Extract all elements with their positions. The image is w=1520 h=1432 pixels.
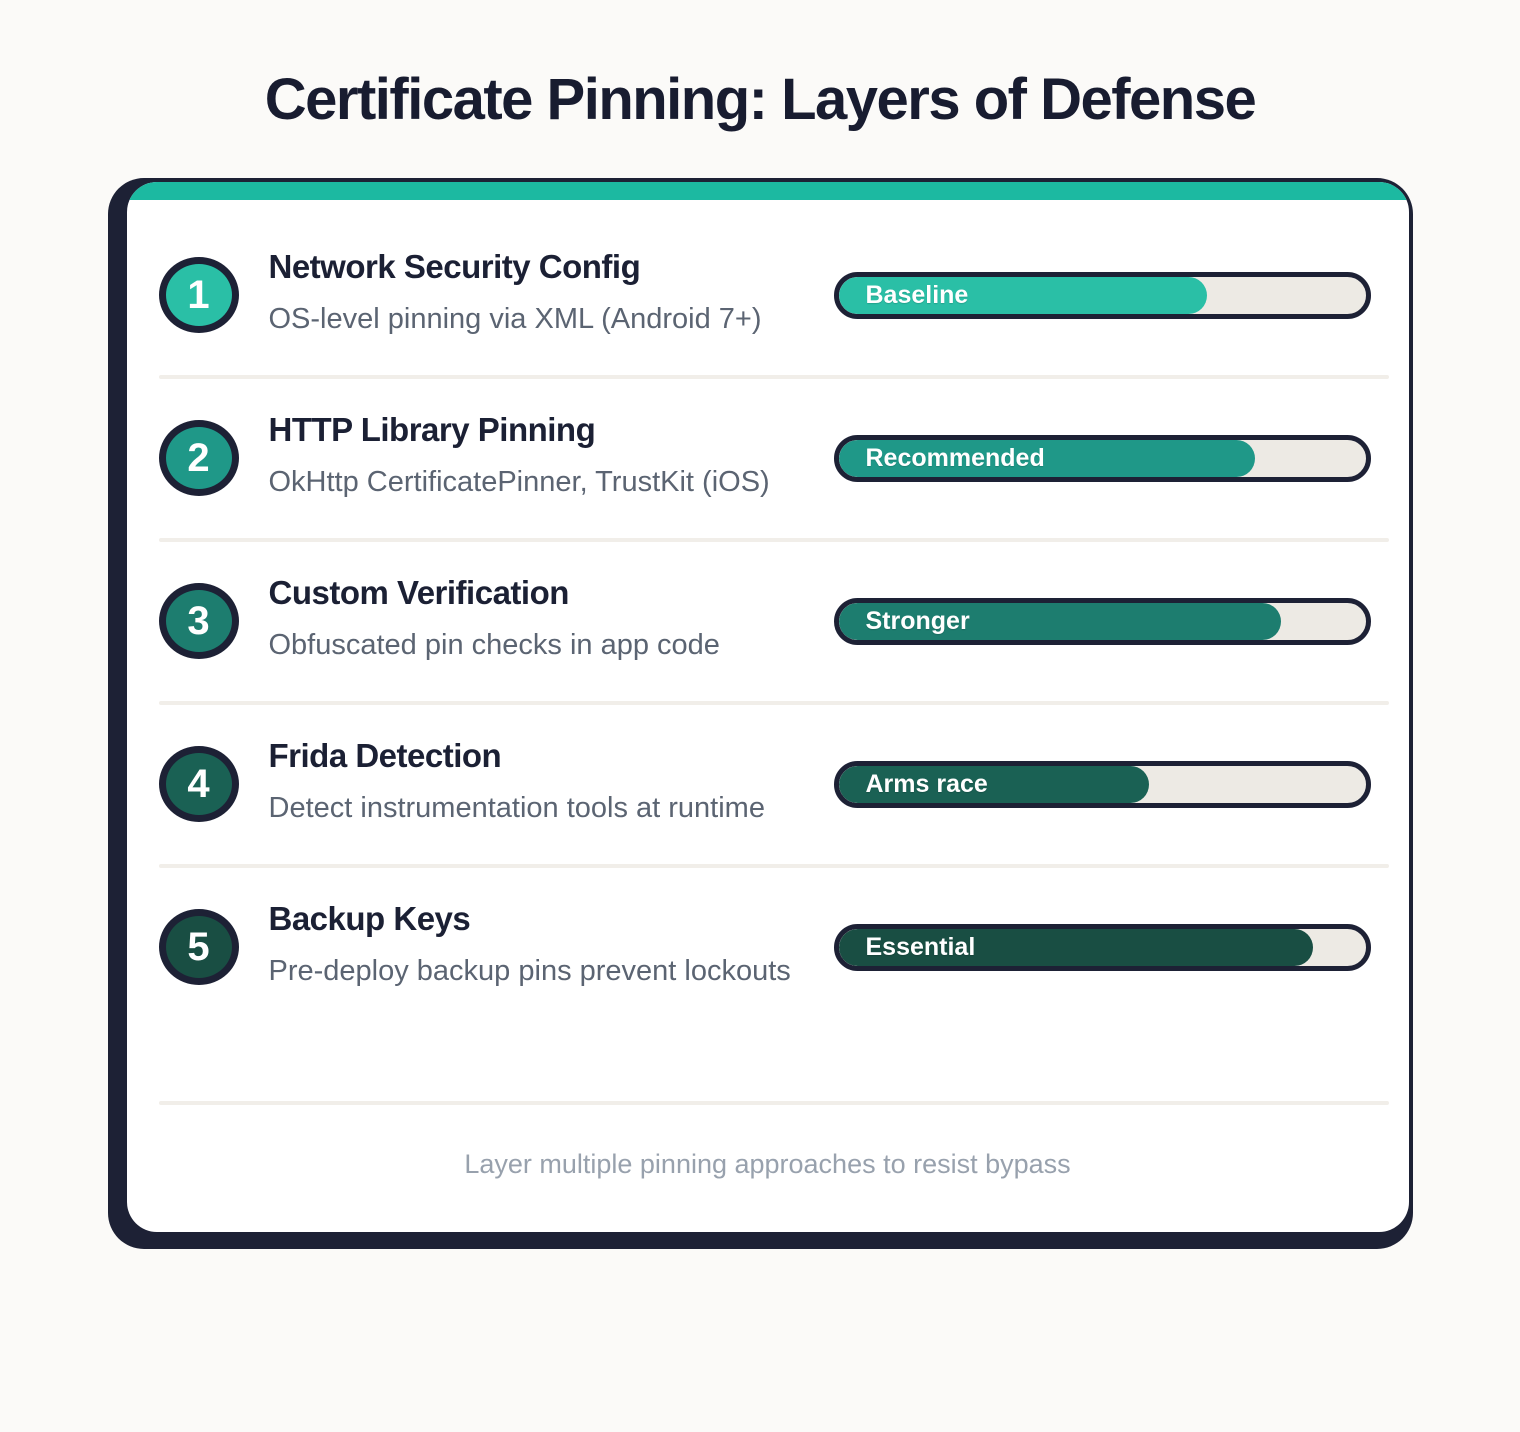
layer-description: OS-level pinning via XML (Android 7+) (268, 303, 762, 335)
page-title: Certificate Pinning: Layers of Defense (264, 67, 1257, 132)
progress-fill: Essential (838, 928, 1313, 966)
progress-fill: Arms race (838, 765, 1150, 803)
layer-text: Custom Verification Obfuscated pin check… (269, 574, 814, 669)
footer-note: Layer multiple pinning approaches to res… (464, 1148, 1071, 1179)
step-number-badge: 1 (158, 257, 239, 334)
progress-label: Recommended (865, 443, 1045, 472)
row-divider (158, 700, 1389, 705)
layer-text: HTTP Library Pinning OkHttp CertificateP… (269, 411, 814, 506)
layer-text: Backup Keys Pre-deploy backup pins preve… (269, 900, 814, 995)
layer-title: HTTP Library Pinning (268, 410, 596, 448)
step-number-badge: 5 (158, 909, 239, 986)
progress-track: Recommended (833, 434, 1371, 482)
row-divider (158, 863, 1389, 868)
progress-fill: Baseline (838, 276, 1208, 314)
defense-card-shadow: 1 Network Security Config OS-level pinni… (107, 178, 1413, 1249)
layer-row: 4 Frida Detection Detect instrumentation… (127, 705, 1409, 864)
layer-title: Frida Detection (268, 736, 502, 774)
progress-track: Essential (833, 923, 1371, 971)
progress-label: Essential (865, 932, 976, 961)
step-number-badge: 3 (158, 583, 239, 660)
progress-label: Stronger (865, 606, 970, 635)
layer-title: Custom Verification (268, 573, 570, 611)
progress-track: Baseline (833, 271, 1371, 319)
progress-label: Arms race (865, 769, 988, 798)
footer-divider (158, 1100, 1389, 1105)
defense-card: 1 Network Security Config OS-level pinni… (126, 182, 1409, 1232)
step-number-badge: 4 (158, 746, 239, 823)
row-divider (158, 537, 1389, 542)
card-accent-bar (126, 182, 1409, 200)
row-divider (158, 374, 1389, 379)
layer-text: Network Security Config OS-level pinning… (269, 248, 814, 343)
layers-list: 1 Network Security Config OS-level pinni… (127, 200, 1409, 1027)
layer-text: Frida Detection Detect instrumentation t… (269, 737, 814, 832)
bottom-spacer (127, 1027, 1409, 1101)
layer-row: 2 HTTP Library Pinning OkHttp Certificat… (127, 379, 1409, 538)
layer-row: 5 Backup Keys Pre-deploy backup pins pre… (127, 868, 1409, 1027)
progress-track: Stronger (833, 597, 1371, 645)
layer-description: Detect instrumentation tools at runtime (268, 791, 765, 824)
layer-title: Network Security Config (268, 248, 641, 285)
step-number-badge: 2 (158, 420, 239, 497)
layer-description: Pre-deploy backup pins prevent lockouts (268, 954, 791, 987)
layer-description: Obfuscated pin checks in app code (268, 628, 720, 661)
layer-description: OkHttp CertificatePinner, TrustKit (iOS) (268, 465, 770, 498)
layer-row: 1 Network Security Config OS-level pinni… (127, 216, 1409, 375)
progress-track: Arms race (833, 760, 1371, 808)
progress-label: Baseline (865, 280, 969, 309)
progress-fill: Recommended (838, 439, 1255, 477)
layer-title: Backup Keys (268, 899, 471, 937)
progress-fill: Stronger (838, 602, 1282, 640)
layer-row: 3 Custom Verification Obfuscated pin che… (127, 542, 1409, 701)
